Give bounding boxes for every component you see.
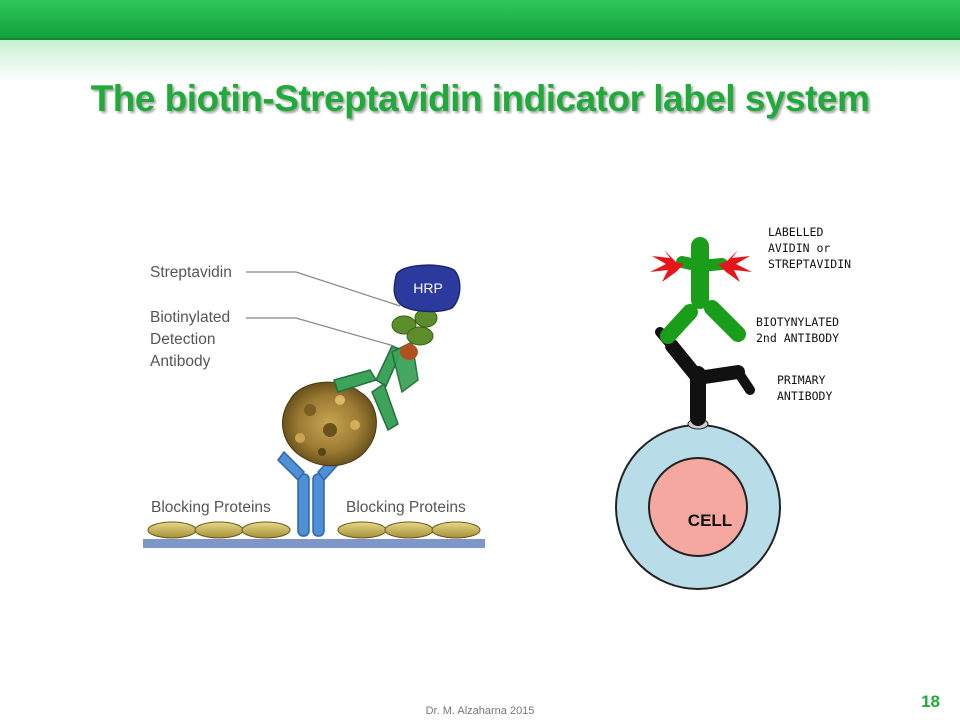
primary-antibody xyxy=(655,327,755,426)
footer-author: Dr. M. Alzaharna 2015 xyxy=(425,705,535,717)
capture-antibody xyxy=(277,449,346,537)
primary-antibody-line1: PRIMARY xyxy=(777,373,826,387)
blocking-proteins-left: Blocking Proteins xyxy=(151,499,271,516)
header-bar xyxy=(0,0,960,40)
labelled-avidin-line1: LABELLED xyxy=(768,225,823,239)
antigen-blob xyxy=(282,381,377,467)
header-fade xyxy=(0,40,960,82)
labelled-avidin-line3: STREPTAVIDIN xyxy=(768,257,851,271)
right-diagram: CELL LABELLED AVIDIN or STREPTAVID xyxy=(615,225,851,590)
biotinylated-label-line1: Biotinylated xyxy=(150,309,230,326)
hrp-enzyme: HRP xyxy=(393,264,461,313)
left-diagram: HRP Streptavidin Biotinylated Detection … xyxy=(143,264,485,548)
blocking-protein-plates xyxy=(147,521,481,539)
label-burst-right xyxy=(718,250,752,282)
label-burst-left xyxy=(650,250,684,282)
cell-label: CELL xyxy=(688,511,732,530)
secondary-antibody xyxy=(660,237,746,344)
cell-inner xyxy=(648,457,748,557)
labelled-avidin-line2: AVIDIN or xyxy=(768,241,830,255)
biotynylated-2nd-line2: 2nd ANTIBODY xyxy=(756,331,839,345)
primary-antibody-line2: ANTIBODY xyxy=(777,389,832,403)
surface-base xyxy=(143,539,485,548)
biotinylated-label-line2: Detection xyxy=(150,331,215,348)
biotinylated-label-line3: Antibody xyxy=(150,353,211,370)
biotynylated-2nd-line1: BIOTYNYLATED xyxy=(756,315,839,329)
leader-lines xyxy=(246,271,401,347)
streptavidin-label: Streptavidin xyxy=(150,264,232,281)
blocking-proteins-right: Blocking Proteins xyxy=(346,499,466,516)
slide-number: 18 xyxy=(921,692,940,711)
slide-title: The biotin-Streptavidin indicator label … xyxy=(90,78,870,119)
biotin-dot xyxy=(400,344,418,360)
hrp-label: HRP xyxy=(413,280,443,296)
